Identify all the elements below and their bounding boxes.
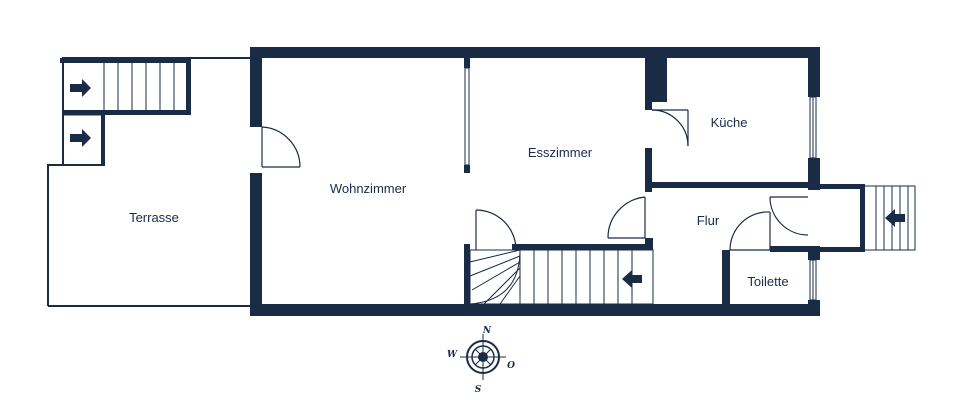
doors	[261, 109, 809, 251]
compass-east-label: O	[507, 361, 515, 371]
room-divider	[464, 67, 470, 166]
entrance-landing-walls	[808, 184, 865, 252]
compass: N S W O	[447, 326, 515, 395]
compass-rose-icon	[460, 334, 506, 380]
exterior-walls	[250, 47, 820, 316]
interior-walls	[464, 58, 820, 316]
room-label-kueche: Küche	[711, 115, 748, 130]
terrace-stair-wall	[63, 110, 190, 115]
compass-north-label: N	[482, 326, 492, 336]
stair-arrow-icon	[70, 129, 91, 147]
terrace-stair-wall-top	[60, 58, 190, 63]
room-label-toilette: Toilette	[747, 274, 788, 289]
room-label-flur: Flur	[697, 213, 720, 228]
windows	[254, 96, 817, 301]
terrace-area	[47, 57, 250, 307]
compass-west-label: W	[447, 350, 458, 360]
stair-arrow-icon	[622, 270, 642, 288]
room-label-terrasse: Terrasse	[129, 210, 179, 225]
terrace-stair-wall-right	[186, 58, 191, 115]
room-label-esszimmer: Esszimmer	[528, 145, 593, 160]
room-label-wohnzimmer: Wohnzimmer	[330, 181, 407, 196]
compass-south-label: S	[475, 385, 482, 395]
interior-stair	[469, 249, 654, 305]
terrace-stair-lower-wall	[101, 115, 105, 165]
stair-arrow-icon	[70, 79, 91, 97]
stair-arrow-icon	[885, 209, 905, 227]
